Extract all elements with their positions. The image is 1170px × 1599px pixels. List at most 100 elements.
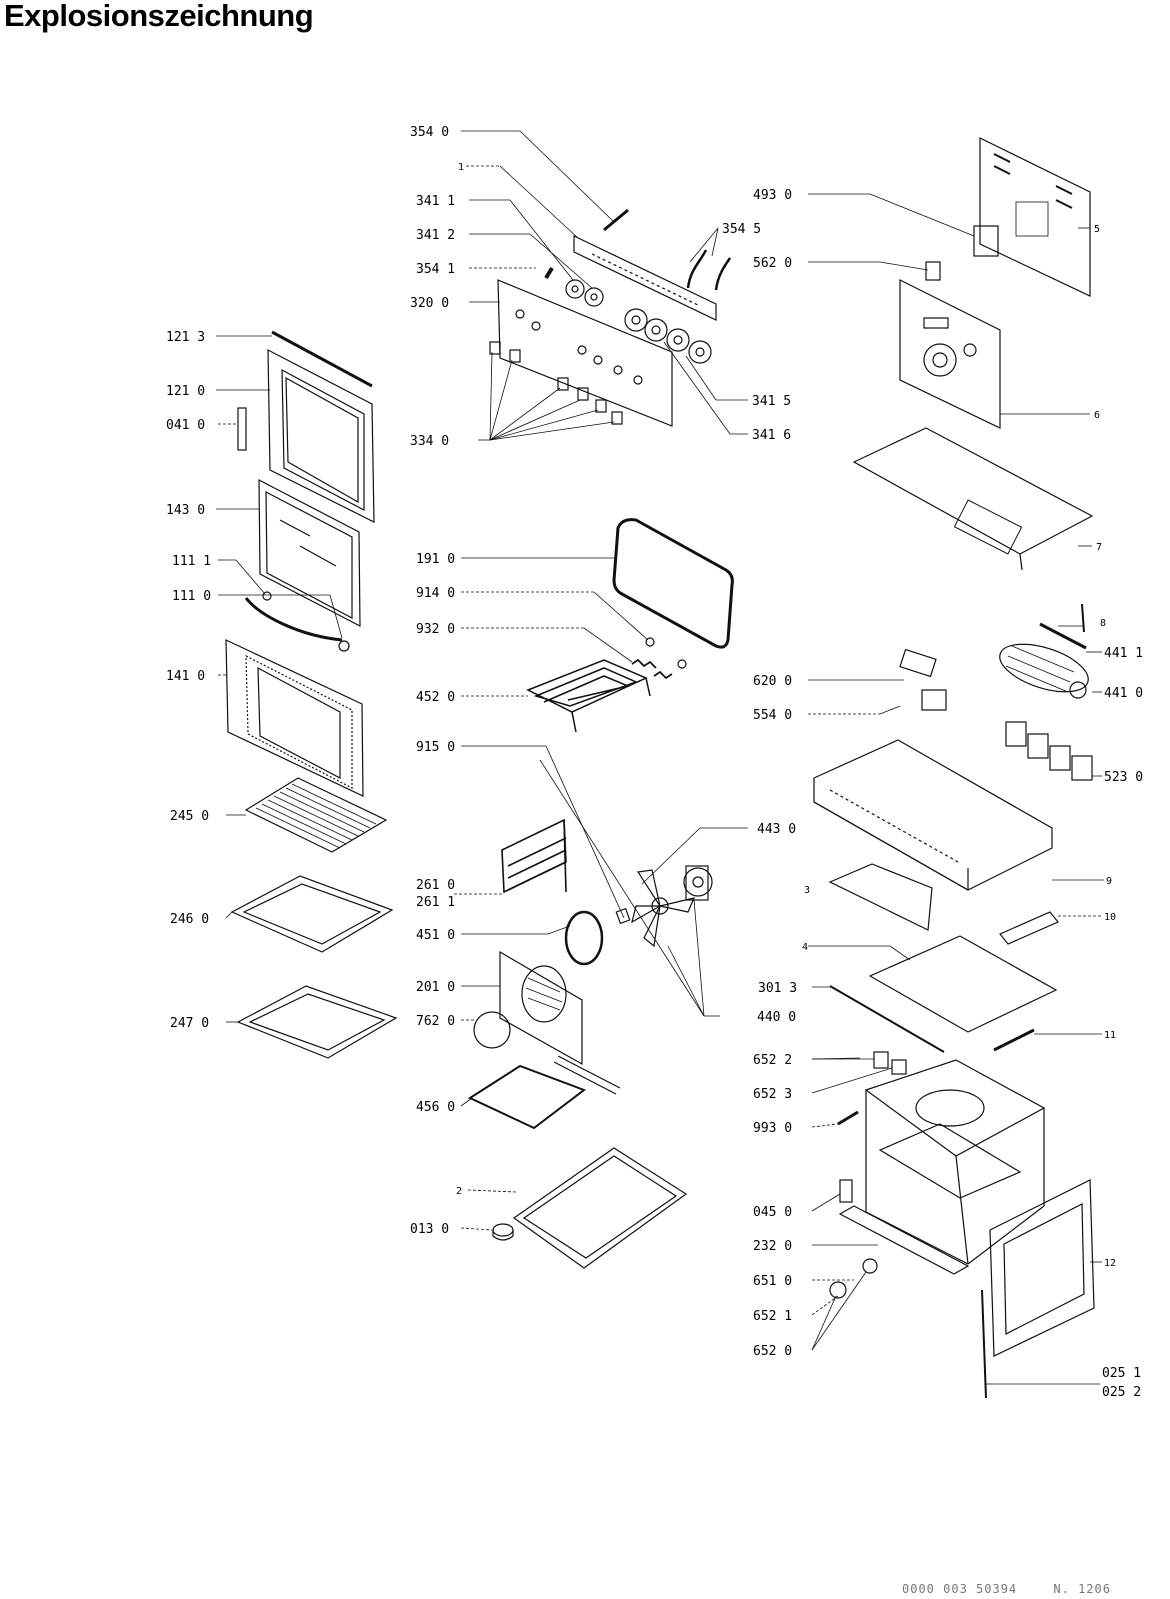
callout-141-0: 141 0 (166, 669, 205, 684)
circuit-board-part (573, 235, 717, 321)
terminal-block-part (899, 648, 937, 678)
lamp-cover-part (891, 1059, 907, 1075)
heating-element-part (526, 659, 651, 733)
inner-door-glass-part (258, 479, 361, 627)
rear-wall-part (899, 279, 1001, 429)
callout-993-0: 993 0 (753, 1121, 792, 1136)
fan-part (631, 869, 696, 948)
callout-441-0: 441 0 (1104, 686, 1143, 701)
callout-652-3: 652 3 (753, 1087, 792, 1102)
callout-914-0: 914 0 (416, 586, 455, 601)
callout-443-0: 443 0 (757, 822, 796, 837)
callout-523-0: 523 0 (1104, 770, 1143, 785)
bottom-plate-part (868, 935, 1058, 1033)
callout-1: 1 (458, 162, 464, 173)
callout-10: 10 (1104, 912, 1116, 923)
fan-cover-part (473, 1011, 511, 1049)
callout-111-1: 111 1 (172, 554, 211, 569)
callout-261-1: 261 1 (416, 895, 455, 910)
rail-part (829, 985, 945, 1053)
callout-111-0: 111 0 (172, 589, 211, 604)
callout-652-2: 652 2 (753, 1053, 792, 1068)
callout-341-6: 341 6 (752, 428, 791, 443)
rear-cover-part (499, 950, 583, 1066)
panel-knobs (515, 309, 643, 385)
spring-part (631, 658, 657, 669)
callout-456-0: 456 0 (416, 1100, 455, 1115)
clip-part (1081, 603, 1085, 633)
document-footer: 0000 003 50394 N. 1206 (902, 1582, 1139, 1596)
callout-301-3: 301 3 (758, 981, 797, 996)
callout-651-0: 651 0 (753, 1274, 792, 1289)
callout-045-0: 045 0 (753, 1205, 792, 1220)
callout-354-1: 354 1 (416, 262, 455, 277)
callout-143-0: 143 0 (166, 503, 205, 518)
callout-7: 7 (1096, 542, 1102, 553)
callout-341-1: 341 1 (416, 194, 455, 209)
screw-part (837, 1110, 859, 1126)
outer-door-frame-part (267, 349, 375, 523)
foot-part (492, 1223, 514, 1237)
callout-652-1: 652 1 (753, 1309, 792, 1324)
callout-201-0: 201 0 (416, 980, 455, 995)
fan-motor-part (683, 867, 713, 897)
door-panel-part (225, 639, 364, 797)
callout-247-0: 247 0 (170, 1016, 209, 1031)
relay-part (973, 225, 999, 257)
callout-2: 2 (456, 1186, 462, 1197)
oven-cavity-part (864, 1059, 1046, 1265)
bottom-tray-part (512, 1147, 688, 1269)
callout-121-3: 121 3 (166, 330, 205, 345)
grill-element-part (467, 1064, 587, 1130)
callout-3: 3 (804, 885, 810, 896)
thermostat-part (839, 1179, 853, 1203)
callout-354-0: 354 0 (410, 125, 449, 140)
bracket-part (925, 261, 941, 281)
selector-switches-part (1005, 721, 1093, 781)
callout-452-0: 452 0 (416, 690, 455, 705)
callout-320-0: 320 0 (410, 296, 449, 311)
door-frame-part (989, 1179, 1095, 1357)
shaft-part (603, 208, 629, 232)
callout-493-0: 493 0 (753, 188, 792, 203)
callout-121-0: 121 0 (166, 384, 205, 399)
back-panel-part (979, 137, 1091, 297)
callout-4: 4 (802, 942, 808, 953)
callout-341-5: 341 5 (752, 394, 791, 409)
callout-232-0: 232 0 (753, 1239, 792, 1254)
switch-part (921, 689, 947, 711)
document-code: 0000 003 50394 (902, 1582, 1018, 1596)
side-rails-part (501, 818, 567, 894)
callout-762-0: 762 0 (416, 1014, 455, 1029)
callout-025-1: 025 1 (1102, 1366, 1141, 1381)
air-guide-part (828, 863, 933, 931)
callout-932-0: 932 0 (416, 622, 455, 637)
rod-part (993, 1028, 1035, 1052)
callout-246-0: 246 0 (170, 912, 209, 927)
page-title: Explosionszeichnung (4, 0, 314, 33)
callout-341-2: 341 2 (416, 228, 455, 243)
door-bumper-part (262, 591, 272, 601)
baking-tray-part (230, 875, 394, 953)
gasket-part (1039, 622, 1087, 650)
tangential-fan-part (999, 643, 1089, 693)
door-seal-part (612, 518, 734, 649)
callout-334-0: 334 0 (410, 434, 449, 449)
callout-261-0: 261 0 (416, 878, 455, 893)
grill-rack-part (244, 777, 388, 853)
callout-8: 8 (1100, 618, 1106, 629)
callout-440-0: 440 0 (757, 1010, 796, 1025)
callout-025-2: 025 2 (1102, 1385, 1141, 1400)
door-hinge-part (237, 407, 247, 451)
callout-6: 6 (1094, 410, 1100, 421)
door-handle-part (244, 597, 343, 642)
callout-11: 11 (1104, 1030, 1116, 1041)
callout-041-0: 041 0 (166, 418, 205, 433)
knob-ring-part (565, 279, 585, 299)
lamp-holder-part (873, 1051, 889, 1069)
callout-013-0: 013 0 (410, 1222, 449, 1237)
callout-554-0: 554 0 (753, 708, 792, 723)
callout-5: 5 (1094, 224, 1100, 235)
callout-12: 12 (1104, 1258, 1116, 1269)
